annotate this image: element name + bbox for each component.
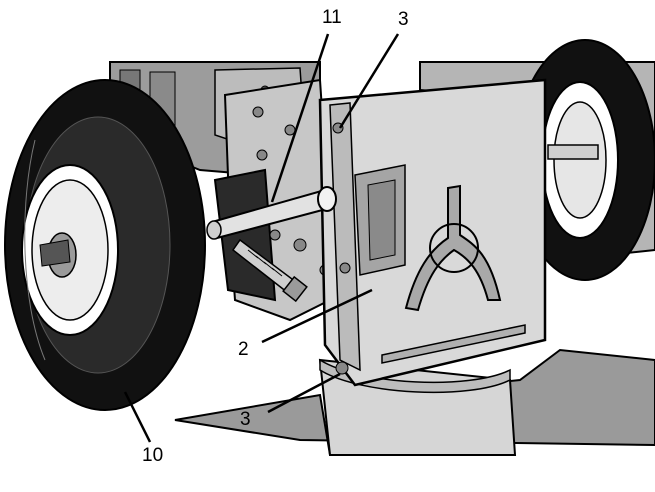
callout-3-top: 3 <box>398 9 409 30</box>
leader-line-10 <box>123 391 152 443</box>
right-wheel <box>514 39 655 281</box>
bolt <box>231 238 308 303</box>
leader-line-3-bottom <box>267 372 341 414</box>
floor-base <box>174 348 655 456</box>
leader-line-2 <box>261 288 373 344</box>
callout-11: 11 <box>322 7 342 28</box>
shaft-part-11 <box>206 186 337 240</box>
left-wheel-part-10 <box>4 79 206 411</box>
callout-3-bottom: 3 <box>240 409 251 430</box>
main-plate-part-2 <box>318 78 547 387</box>
callout-2: 2 <box>238 339 249 360</box>
leader-lines <box>123 33 400 443</box>
callout-10: 10 <box>142 445 164 466</box>
leader-line-11 <box>270 33 330 203</box>
leader-line-3-top <box>338 33 400 129</box>
